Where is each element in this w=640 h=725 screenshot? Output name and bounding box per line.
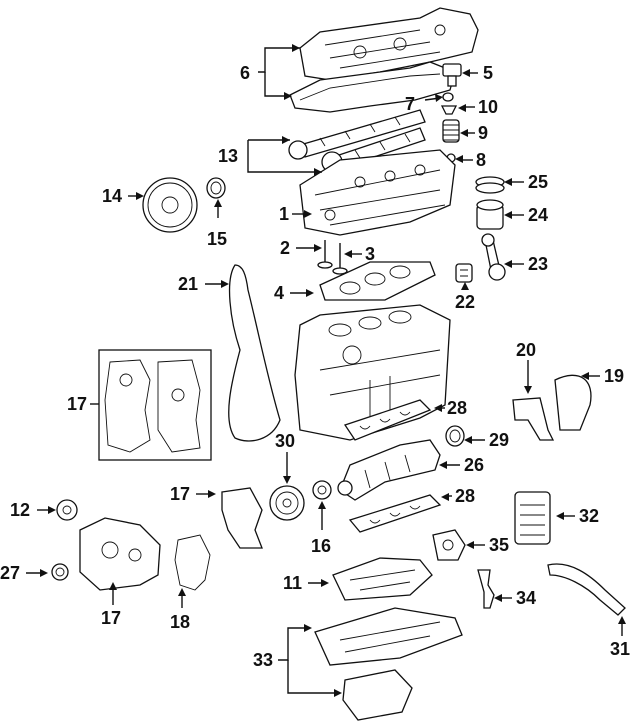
callout-7: 7 [405,94,415,114]
mid-cover-bracket [221,487,263,549]
callout-labels: 6 5 7 10 9 8 13 14 25 1 24 15 2 3 23 21 … [0,63,630,670]
callout-33: 33 [253,650,273,670]
timing-belt [228,264,281,442]
oil-cooler [514,491,551,545]
valve-spring [442,119,460,143]
lower-front-cover [79,517,161,591]
rod-bearing [455,263,473,283]
front-covers [104,359,201,453]
callout-2: 2 [280,238,290,258]
crank-pulley [269,485,305,521]
leaders [26,44,626,697]
valve-keeper [440,105,458,115]
main-bearings-lower [348,494,442,533]
cylinder-head [299,149,456,236]
callout-24: 24 [528,205,548,225]
callout-6: 6 [240,63,250,83]
part-20-bracket [512,397,555,441]
callout-15: 15 [207,229,227,249]
callout-19: 19 [604,366,624,386]
callout-21: 21 [178,274,198,294]
callout-32: 32 [579,506,599,526]
front-crank-seal [51,563,69,581]
callout-5: 5 [483,63,493,83]
callout-22: 22 [455,292,475,312]
cam-sprocket [142,177,198,233]
callout-27: 27 [0,563,20,583]
callout-9: 9 [478,123,488,143]
crank-seal [445,425,465,447]
oil-pump-pulley [56,499,78,521]
main-bearings-upper [343,399,432,441]
callout-34: 34 [516,588,536,608]
callout-35: 35 [489,535,509,555]
crank-sprocket [312,480,332,500]
callout-25: 25 [528,172,548,192]
front-cover-gasket [174,534,211,591]
callout-18: 18 [170,612,190,632]
rear-seal-housing [554,374,592,431]
callout-16-label: 16 [311,536,331,556]
callout-11: 11 [283,573,302,593]
oil-pan-lower-2 [342,669,413,721]
valves [317,240,348,275]
callout-12: 12 [10,500,30,520]
connecting-rod [481,233,506,281]
callout-1: 1 [279,204,289,224]
callout-17-lower: 17 [101,608,121,628]
front-cover-box [98,349,212,461]
callout-8: 8 [476,150,486,170]
coolant-hose [547,563,626,616]
callout-20: 20 [516,340,536,360]
callout-28-upper: 28 [447,398,467,418]
valve-cover-gasket [289,61,456,113]
cam-seal [206,177,226,199]
callout-26: 26 [464,455,484,475]
callout-13: 13 [218,146,238,166]
callout-30: 30 [275,431,295,451]
callout-14: 14 [102,186,122,206]
callout-23: 23 [528,254,548,274]
callout-17-box: 17 [67,394,87,414]
callout-28-lower: 28 [455,486,475,506]
water-pump [432,529,466,561]
callout-29: 29 [489,430,509,450]
callout-17-mid: 17 [170,484,190,504]
plug-part-7 [442,92,454,102]
piston-rings [475,176,505,194]
callout-31: 31 [610,639,630,659]
callout-10: 10 [478,97,498,117]
crankshaft [337,439,441,501]
head-gasket [319,261,436,301]
piston [476,199,504,230]
callout-4: 4 [274,283,284,303]
callout-3: 3 [365,244,375,264]
cam-sensor [442,63,462,87]
oil-pan-upper [332,557,433,601]
oil-pan-lower-1 [314,607,463,666]
dipstick-tube [477,569,495,609]
